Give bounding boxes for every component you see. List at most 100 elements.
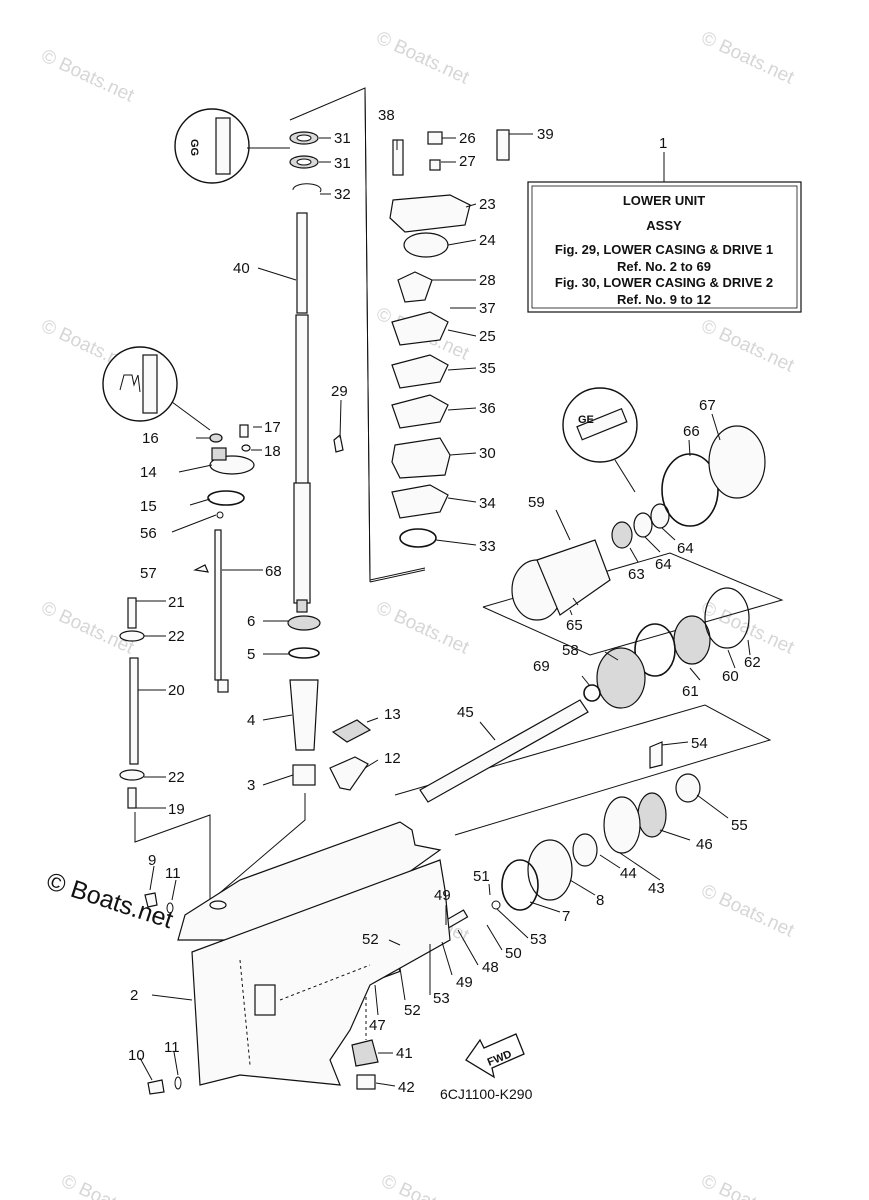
- part-label: 69: [533, 658, 550, 675]
- part-label: 11: [165, 865, 181, 882]
- part-label: 8: [596, 892, 604, 909]
- lower-casing: [144, 821, 451, 1095]
- part-labels: 2 3 4 5 6 7 8 9 10 11 11 12 13 14 15 16 …: [128, 107, 761, 1096]
- part-label: 64: [677, 540, 694, 557]
- part-label: 20: [168, 682, 185, 699]
- part-label: 43: [648, 880, 665, 897]
- part-label: 33: [479, 538, 496, 555]
- part-label: 25: [479, 328, 496, 345]
- part-label: 49: [434, 887, 451, 904]
- watermark: © Boats.net: [378, 1170, 478, 1200]
- leader-lines: [136, 133, 751, 1087]
- part-label: 52: [362, 931, 379, 948]
- watermark: © Boats.net: [698, 880, 798, 941]
- part-label: 19: [168, 801, 185, 818]
- part-label: 17: [264, 419, 281, 436]
- callout-bubbles: GG GE: [102, 108, 638, 493]
- part-label: 3: [247, 777, 255, 794]
- part-label: 55: [731, 817, 748, 834]
- part-label: 4: [247, 712, 255, 729]
- part-label: 39: [537, 126, 554, 143]
- drive-shaft: [293, 212, 311, 613]
- part-label: 67: [699, 397, 716, 414]
- lower-unit-info-box: 1 LOWER UNIT ASSY Fig. 29, LOWER CASING …: [527, 135, 802, 313]
- info-box-title: LOWER UNIT: [623, 193, 705, 208]
- part-label: 30: [479, 445, 496, 462]
- watermark: © Boats.net: [698, 315, 798, 376]
- info-box-subtitle: ASSY: [646, 218, 682, 233]
- part-label: 58: [562, 642, 579, 659]
- part-label: 1: [659, 135, 667, 152]
- part-label: 38: [378, 107, 395, 124]
- part-label: 40: [233, 260, 250, 277]
- part-label: 68: [265, 563, 282, 580]
- part-label: 16: [142, 430, 159, 447]
- part-label: 14: [140, 464, 157, 481]
- part-label: 62: [744, 654, 761, 671]
- part-label: 51: [473, 868, 490, 885]
- part-label: 47: [369, 1017, 386, 1034]
- fwd-arrow: FWD: [465, 1033, 525, 1079]
- part-label: 15: [140, 498, 157, 515]
- part-label: 50: [505, 945, 522, 962]
- svg-text:GG: GG: [188, 139, 200, 156]
- part-label: 13: [384, 706, 401, 723]
- part-label: 52: [404, 1002, 421, 1019]
- watermark: © Boats.net: [373, 597, 473, 658]
- part-label: 53: [530, 931, 547, 948]
- part-label: 23: [479, 196, 496, 213]
- part-label: 26: [459, 130, 476, 147]
- part-label: 7: [562, 908, 570, 925]
- part-label: 5: [247, 646, 255, 663]
- part-label: 61: [682, 683, 699, 700]
- part-label: 28: [479, 272, 496, 289]
- part-label: 31: [334, 155, 351, 172]
- part-label: 24: [479, 232, 496, 249]
- part-label: 36: [479, 400, 496, 417]
- watermark: © Boats.net: [38, 597, 138, 658]
- watermark: © Boats.net: [698, 27, 798, 88]
- upper-parts: [119, 131, 372, 809]
- part-label: 2: [130, 987, 138, 1004]
- part-label: 46: [696, 836, 713, 853]
- watermark: © Boats.net: [698, 1170, 798, 1200]
- part-label: 6: [247, 613, 255, 630]
- part-label: 11: [164, 1039, 180, 1056]
- part-label: 44: [620, 865, 637, 882]
- svg-text:GE: GE: [578, 414, 594, 426]
- part-label: 27: [459, 153, 476, 170]
- watermark: © Boats.net: [38, 45, 138, 106]
- part-label: 32: [334, 186, 351, 203]
- part-label: 22: [168, 628, 185, 645]
- part-label: 21: [168, 594, 185, 611]
- part-label: 9: [148, 852, 156, 869]
- info-box-line: Fig. 30, LOWER CASING & DRIVE 2: [555, 275, 773, 290]
- part-label: 59: [528, 494, 545, 511]
- part-label: 48: [482, 959, 499, 976]
- part-label: 41: [396, 1045, 413, 1062]
- part-label: 22: [168, 769, 185, 786]
- part-label: 35: [479, 360, 496, 377]
- part-label: 10: [128, 1047, 145, 1064]
- part-label: 42: [398, 1079, 415, 1096]
- part-label: 57: [140, 565, 157, 582]
- info-box-line: Fig. 29, LOWER CASING & DRIVE 1: [555, 242, 773, 257]
- watermark: © Boats.net: [58, 1170, 158, 1200]
- part-label: 64: [655, 556, 672, 573]
- part-label: 12: [384, 750, 401, 767]
- part-label: 63: [628, 566, 645, 583]
- part-label: 66: [683, 423, 700, 440]
- part-label: 34: [479, 495, 496, 512]
- group-brackets: [134, 87, 784, 935]
- part-label: 65: [566, 617, 583, 634]
- copyright-notice: © Boats.net: [43, 867, 176, 934]
- info-box-line: Ref. No. 9 to 12: [617, 292, 711, 307]
- water-pump-parts: [389, 129, 510, 548]
- diagram-code: 6CJ1100-K290: [440, 1086, 533, 1102]
- watermark: © Boats.net: [373, 27, 473, 88]
- part-label: 54: [691, 735, 708, 752]
- info-box-line: Ref. No. 2 to 69: [617, 259, 711, 274]
- part-label: 45: [457, 704, 474, 721]
- part-label: 31: [334, 130, 351, 147]
